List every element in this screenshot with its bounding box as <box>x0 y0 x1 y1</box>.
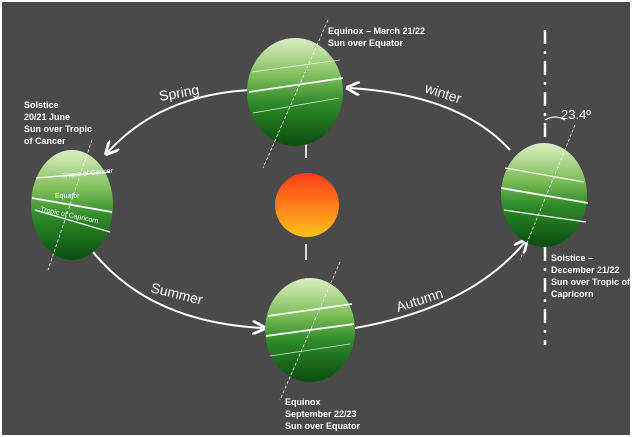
svg-text:of Cancer: of Cancer <box>24 136 66 146</box>
globe-solstice-december <box>500 124 589 261</box>
svg-text:Solstice: Solstice <box>24 100 59 110</box>
caption-equinox-march: Equinox – March 21/22 Sun over Equator <box>328 26 425 48</box>
sun <box>275 173 339 237</box>
svg-text:Solstice –: Solstice – <box>551 253 593 263</box>
season-spring: Spring <box>158 81 201 104</box>
svg-text:Equinox: Equinox <box>285 397 321 407</box>
tilt-angle-label: 23.4º <box>561 107 591 122</box>
globe-equinox-march <box>247 19 344 169</box>
svg-text:Sun over Tropic: Sun over Tropic <box>24 124 92 134</box>
svg-text:Capricorn: Capricorn <box>551 289 594 299</box>
svg-text:Sun over Equator: Sun over Equator <box>328 38 404 48</box>
caption-equinox-september: Equinox September 22/23 Sun over Equator <box>285 397 361 431</box>
globe-equinox-september <box>265 261 355 401</box>
svg-text:September 22/23: September 22/23 <box>285 409 357 419</box>
orbit-arc-autumn <box>354 242 525 329</box>
svg-text:Equinox – March 21/22: Equinox – March 21/22 <box>328 26 425 36</box>
svg-text:20/21 June: 20/21 June <box>24 112 70 122</box>
orbit-arc-summer <box>92 251 262 328</box>
caption-solstice-june: Solstice 20/21 June Sun over Tropic of C… <box>24 100 92 146</box>
orbit-arc-spring <box>108 89 251 152</box>
globe-solstice-june: Tropic of Cancer Equator Tropic of Capri… <box>31 139 114 271</box>
svg-text:Sun over Tropic of: Sun over Tropic of <box>551 277 631 287</box>
orbit-arc-winter <box>350 88 511 151</box>
band-equator: Equator <box>55 193 80 200</box>
svg-text:Sun over Equator: Sun over Equator <box>285 421 361 431</box>
svg-text:December 21/22: December 21/22 <box>551 265 620 275</box>
tilt-angle-arc <box>544 116 566 121</box>
caption-solstice-december: Solstice – December 21/22 Sun over Tropi… <box>551 253 631 299</box>
